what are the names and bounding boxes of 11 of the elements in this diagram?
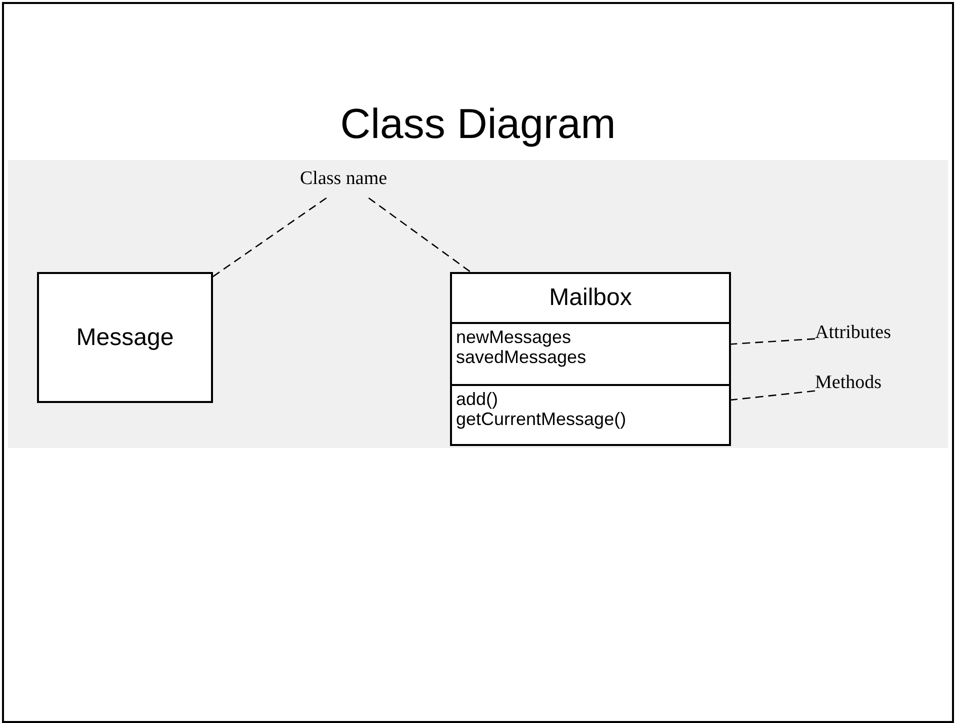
leader-line xyxy=(212,197,327,278)
annotation-label: Methods xyxy=(815,372,925,398)
class-box: Message xyxy=(37,272,213,403)
slide-title: Class Diagram xyxy=(339,100,617,148)
class-compartment: add() getCurrentMessage() xyxy=(452,384,729,446)
class-name: Mailbox xyxy=(548,284,633,312)
annotation-label: Attributes xyxy=(815,322,935,348)
class-box xyxy=(450,272,731,446)
leader-line xyxy=(368,197,472,273)
annotation-label: Class name xyxy=(300,168,396,198)
class-compartment: newMessages savedMessages xyxy=(452,322,729,384)
